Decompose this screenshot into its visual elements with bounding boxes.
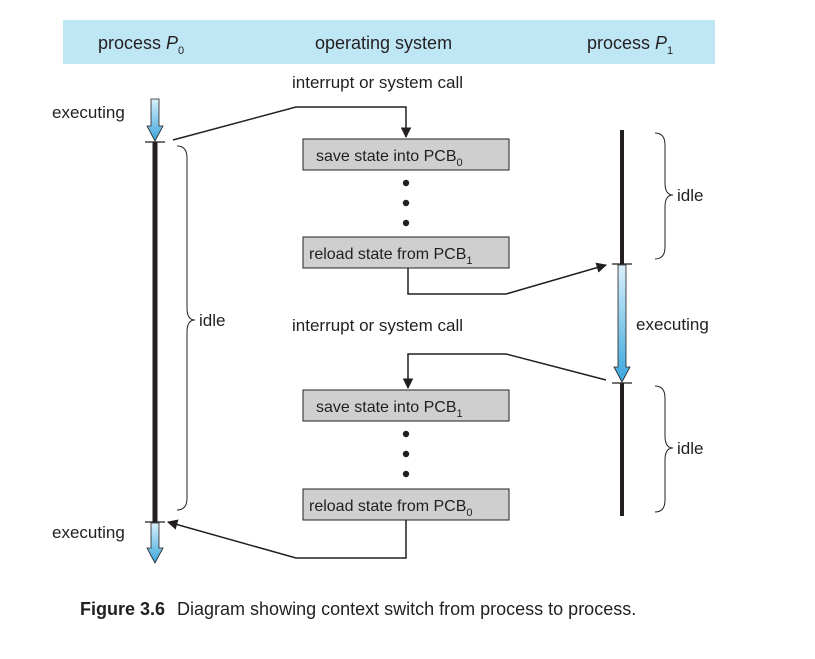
p0-executing-arrow-bottom — [146, 522, 164, 564]
save-state-pcb1-text: save state into PCB1 — [316, 399, 463, 420]
ellipsis-dot — [402, 450, 410, 458]
save-state-pcb0-text: save state into PCB0 — [316, 148, 463, 169]
p1-idle-label-top: idle — [677, 186, 703, 205]
p0-idle-brace — [176, 145, 196, 511]
header-operating-system: operating system — [315, 33, 452, 53]
header-band — [63, 20, 715, 64]
arrow-p1-to-save-pcb1 — [402, 353, 607, 390]
reload-state-pcb1-text: reload state from PCB1 — [309, 246, 473, 267]
p0-executing-label-top: executing — [52, 103, 125, 122]
p0-idle-label: idle — [199, 311, 225, 330]
arrow-reload-pcb1-to-p1 — [407, 262, 608, 295]
p1-executing-arrow — [613, 264, 631, 383]
interrupt-label-mid: interrupt or system call — [292, 316, 463, 335]
arrow-p0-to-save-pcb0 — [172, 106, 412, 141]
ellipsis-dot — [402, 199, 410, 207]
reload-state-pcb1-box — [302, 236, 510, 269]
p1-executing-label: executing — [636, 315, 709, 334]
p1-idle-brace-top — [654, 132, 674, 260]
p0-executing-arrow-top — [146, 98, 164, 142]
ellipsis-dot — [402, 219, 410, 227]
save-state-pcb0-box — [302, 138, 510, 171]
p1-idle-label-bottom: idle — [677, 439, 703, 458]
interrupt-label-top: interrupt or system call — [292, 73, 463, 92]
p0-executing-label-bottom: executing — [52, 523, 125, 542]
arrow-reload-pcb0-to-p0 — [166, 519, 407, 559]
figure-caption: Figure 3.6 Diagram showing context switch… — [80, 599, 636, 620]
reload-state-pcb0-text: reload state from PCB0 — [309, 498, 473, 519]
ellipsis-dot — [402, 179, 410, 187]
figure-caption-text: Diagram showing context switch from proc… — [177, 599, 637, 619]
save-state-pcb1-box — [302, 389, 510, 422]
header-process-p1: process P1 — [587, 33, 673, 57]
figure-number: Figure 3.6 — [80, 599, 166, 619]
p1-idle-brace-bottom — [654, 385, 674, 513]
ellipsis-dot — [402, 470, 410, 478]
header-process-p0: process P0 — [98, 33, 184, 57]
reload-state-pcb0-box — [302, 488, 510, 521]
ellipsis-dot — [402, 430, 410, 438]
